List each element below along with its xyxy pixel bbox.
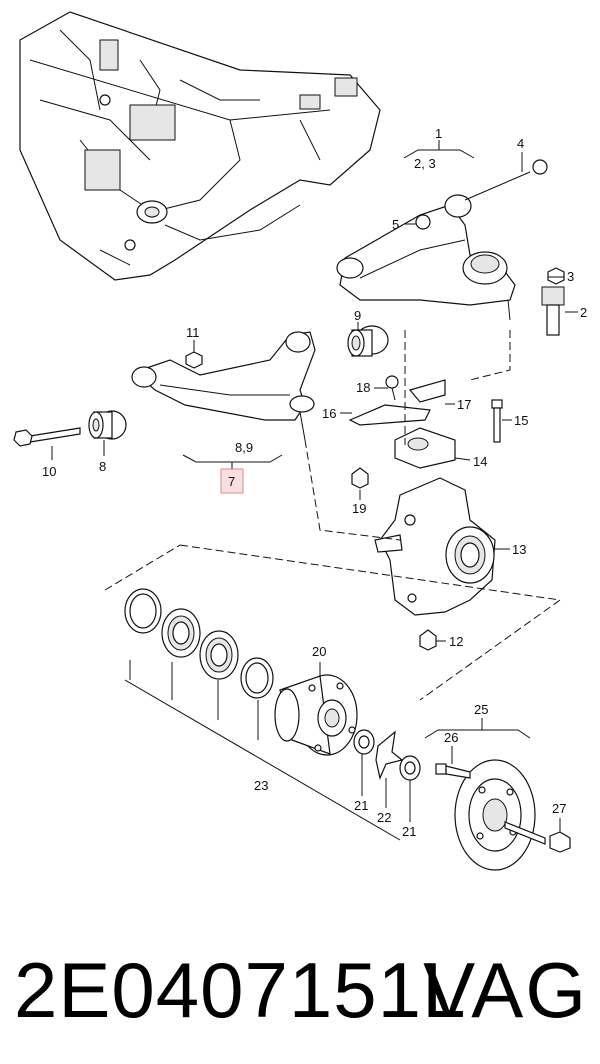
callout-4: 4 [517,136,524,151]
callout-17: 17 [457,397,471,412]
mount-14-drawing [394,427,456,469]
wheel-carrier-13-drawing [374,477,496,616]
exploded-parts-diagram: 1 2, 3 4 5 3 2 9 11 18 17 16 15 14 8,9 7… [13,11,587,871]
subframe-drawing [19,11,381,281]
callout-16: 16 [322,406,336,421]
assembly-lines [104,330,562,701]
callout-19: 19 [352,501,366,516]
callout-labels: 1 2, 3 4 5 3 2 9 11 18 17 16 15 14 8,9 7… [42,126,587,839]
callout-14: 14 [473,454,487,469]
bushing-9-drawing [347,325,389,357]
callout-27: 27 [552,801,566,816]
hub-20-drawing [274,674,358,756]
footer: 2E0407151L VAG [14,940,594,1040]
bearing-rings-drawing [124,588,274,699]
callout-2: 2 [580,305,587,320]
brake-disc-25-drawing [454,759,536,871]
callout-15: 15 [514,413,528,428]
bearing-lines [124,660,401,841]
callout-23: 23 [254,778,268,793]
callout-8: 8 [99,459,106,474]
callout-1: 1 [435,126,442,141]
callout-12: 12 [449,634,463,649]
callout-21-left: 21 [354,798,368,813]
ball-joint-2-drawing [541,267,565,336]
upper-control-arm-drawing [336,159,548,321]
callout-26: 26 [444,730,458,745]
callout-13: 13 [512,542,526,557]
leader-lines [51,140,578,832]
callout-11: 11 [186,325,200,340]
callout-7: 7 [228,474,235,489]
callout-2-3: 2, 3 [414,156,436,171]
brand-name: VAG [423,946,588,1034]
callout-10: 10 [42,464,56,479]
bolt-15-drawing [491,399,503,443]
callout-3: 3 [567,269,574,284]
part-number: 2E0407151L [14,946,467,1034]
callout-9: 9 [354,308,361,323]
bracket-drawing [348,375,446,426]
lower-control-arm-drawing [131,331,316,441]
nuts-21-washer-22-drawing [353,729,421,781]
callout-20: 20 [312,644,326,659]
highlight-7-box [220,468,244,494]
bolt-10-drawing [13,427,81,447]
nut-12-drawing [419,629,437,651]
bushing-8-drawing [88,410,127,440]
callout-8-9: 8,9 [235,440,253,455]
callout-21-right: 21 [402,824,416,839]
callout-25: 25 [474,702,488,717]
callout-22: 22 [377,810,391,825]
bolt-26-drawing [435,763,471,779]
bolt-27-drawing [504,821,571,853]
nut-19-drawing [351,467,369,489]
callout-5: 5 [392,217,399,232]
callout-18: 18 [356,380,370,395]
